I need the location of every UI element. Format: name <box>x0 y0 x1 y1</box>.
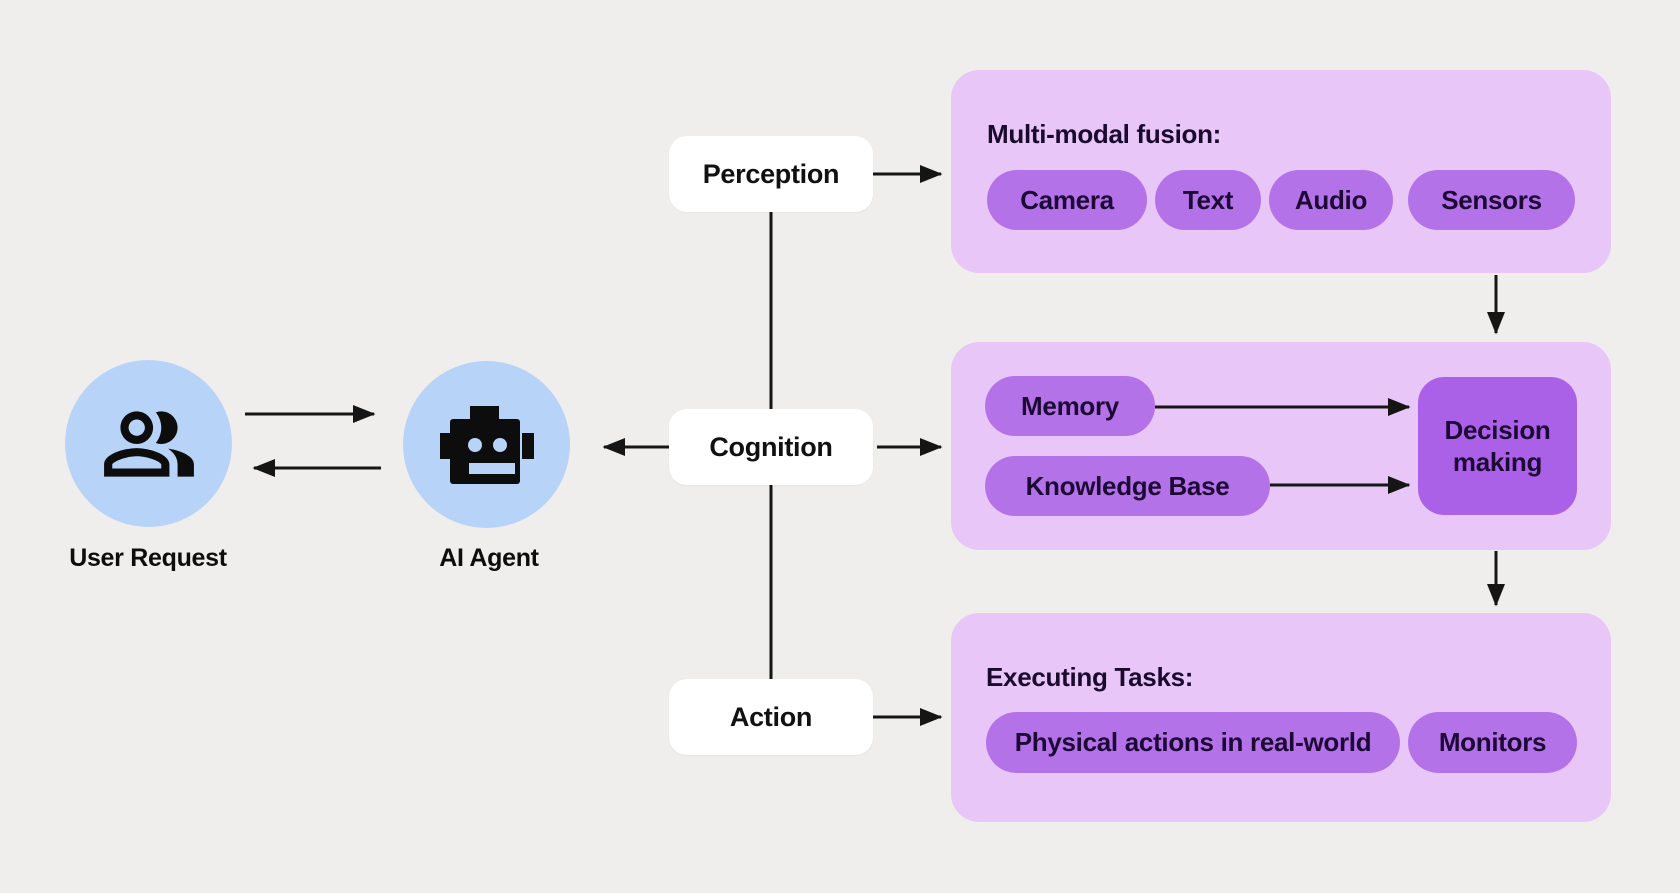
pill-audio: Audio <box>1269 170 1393 230</box>
decision-making-box: Decision making <box>1418 377 1577 515</box>
agent-label: AI Agent <box>439 544 539 572</box>
agent-circle <box>403 361 570 528</box>
pill-monitors: Monitors <box>1408 712 1577 773</box>
pill-knowledge-base: Knowledge Base <box>985 456 1270 516</box>
perception-panel-heading: Multi-modal fusion: <box>987 119 1222 149</box>
pill-memory: Memory <box>985 376 1155 436</box>
user-circle <box>65 360 232 527</box>
pill-camera: Camera <box>987 170 1147 230</box>
pill-physical-actions: Physical actions in real-world <box>986 712 1400 773</box>
robot-icon <box>439 405 534 484</box>
action-panel-heading: Executing Tasks: <box>986 662 1194 692</box>
pill-sensors: Sensors <box>1408 170 1575 230</box>
stage-box-cognition: Cognition <box>669 409 873 485</box>
pill-text: Text <box>1155 170 1261 230</box>
stage-box-perception: Perception <box>669 136 873 212</box>
stage-box-action: Action <box>669 679 873 755</box>
user-label: User Request <box>69 544 227 572</box>
people-icon <box>103 410 194 477</box>
